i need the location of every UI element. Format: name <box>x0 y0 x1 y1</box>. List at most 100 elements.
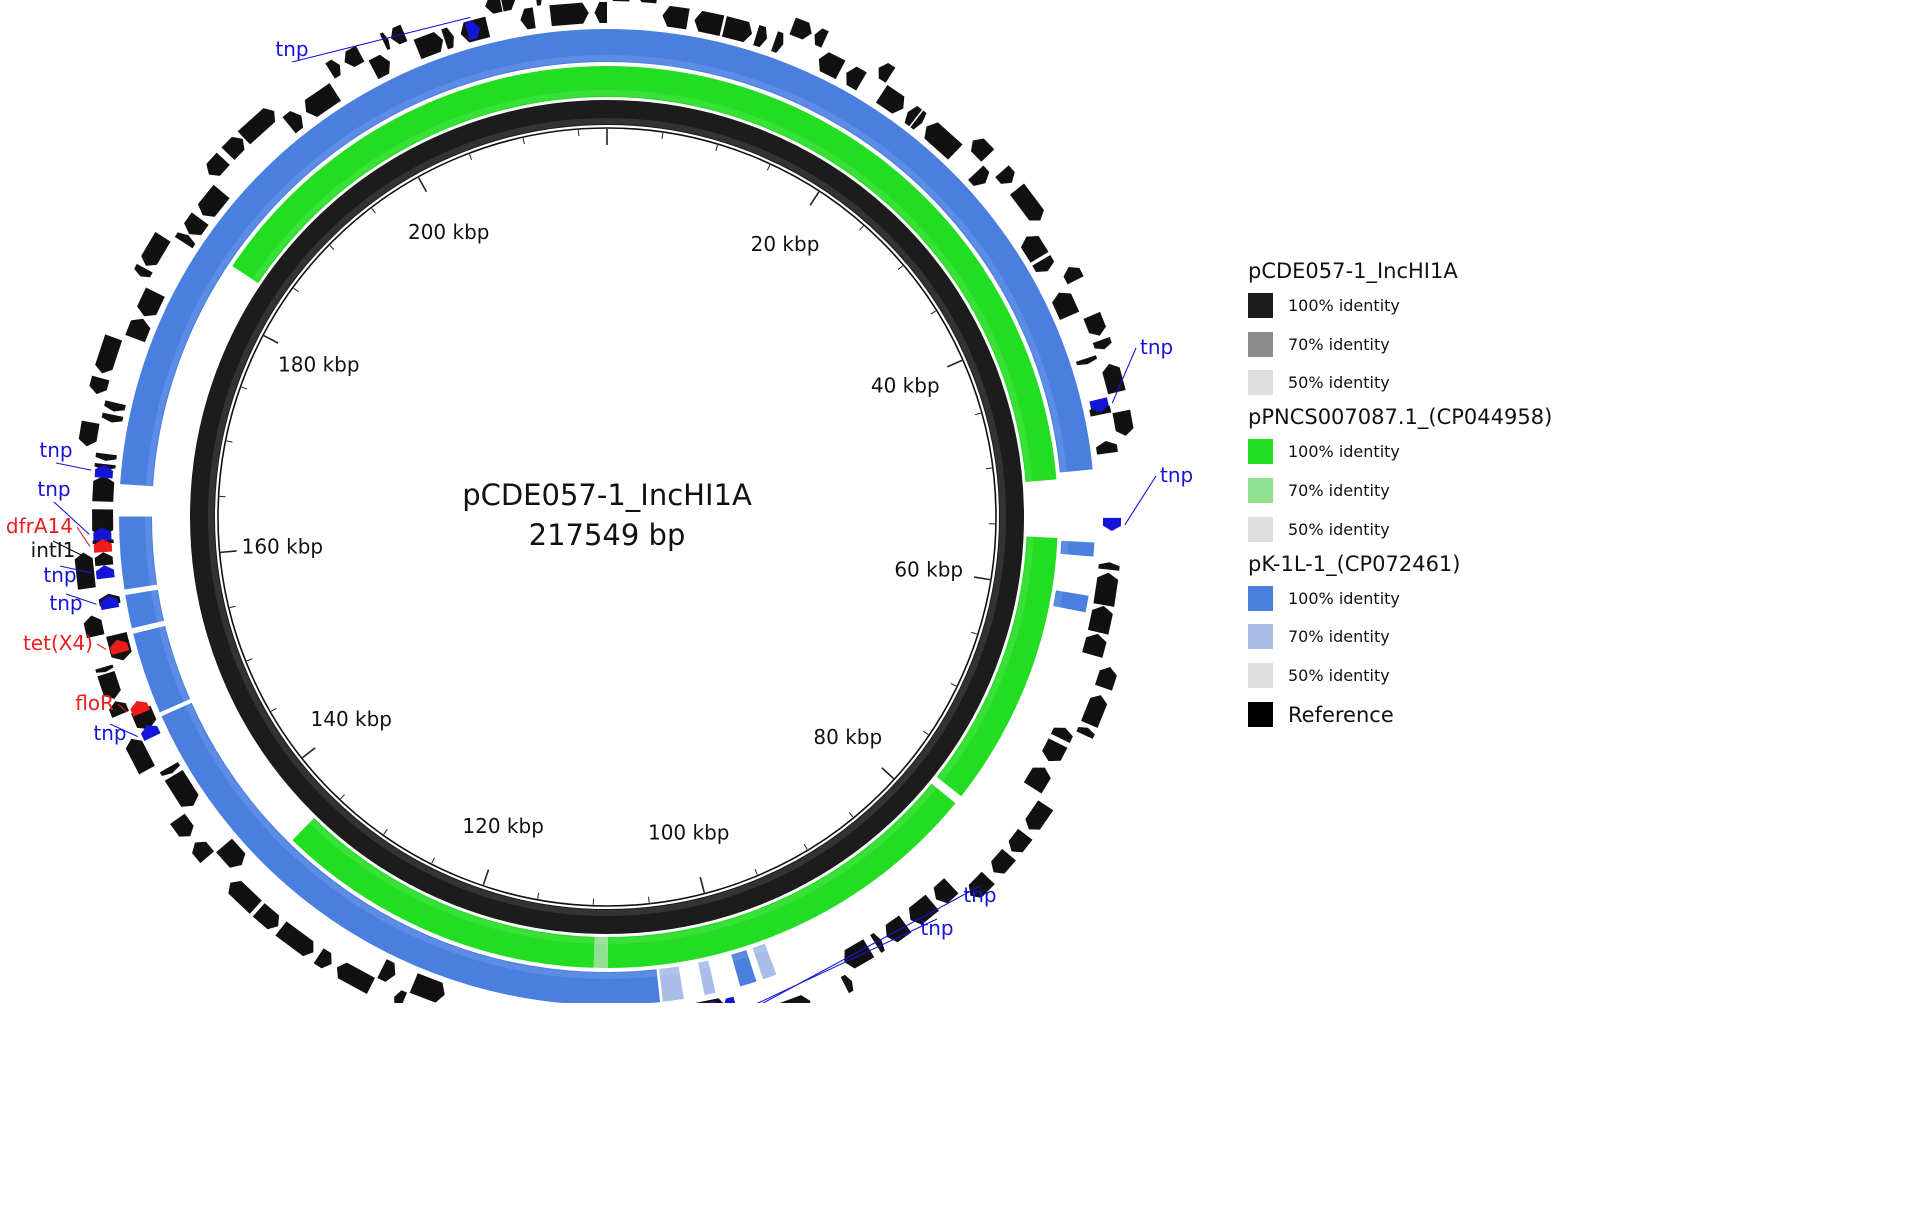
plasmid-name: pCDE057-1_IncHI1A <box>462 478 752 512</box>
identity-segment <box>936 536 1058 797</box>
legend-label: 100% identity <box>1288 588 1400 608</box>
identity-segment <box>698 960 716 996</box>
annotation-label-tnp: tnp <box>43 563 76 587</box>
gene-arrow <box>83 615 105 639</box>
annotated-gene-tnp <box>140 725 161 741</box>
annotation-label-floR: floR <box>75 691 114 715</box>
blast-identity-rings <box>118 29 1095 1003</box>
legend-label-reference: Reference <box>1288 702 1394 727</box>
gene-arrow <box>325 59 341 79</box>
gene-arrow <box>228 880 262 914</box>
scale-tick <box>699 876 706 893</box>
gene-arrow <box>885 915 912 943</box>
ring-sheen <box>180 90 1034 944</box>
legend-label: 50% identity <box>1288 373 1390 393</box>
gene-arrow <box>89 375 110 395</box>
kbp-scale-label: 180 kbp <box>278 353 360 377</box>
annotated-gene-tnp <box>1102 517 1121 532</box>
gene-arrow <box>640 0 657 4</box>
reference-gene-track <box>74 0 1134 1003</box>
gene-arrow <box>721 16 753 43</box>
gene-arrow <box>1092 336 1112 350</box>
scale-tick <box>417 177 428 193</box>
scale-tick <box>537 892 540 899</box>
legend-swatch-green-50 <box>1248 516 1273 542</box>
gene-arrow <box>968 871 995 898</box>
scale-tick <box>766 164 771 171</box>
annotated-gene-tet(X4) <box>109 639 130 656</box>
gene-arrow <box>379 32 391 51</box>
gene-arrow <box>771 31 784 53</box>
legend-row: 50% identity <box>1248 656 1568 695</box>
scale-tick <box>431 857 435 864</box>
gene-arrow <box>549 2 589 27</box>
scale-tick <box>329 245 335 251</box>
gene-arrow <box>1042 738 1068 762</box>
annotation-label-tnp: tnp <box>49 591 82 615</box>
gene-arrow <box>662 5 690 30</box>
gene-arrow <box>1076 727 1095 739</box>
gene-arrow <box>197 184 230 217</box>
annotation-leader-line <box>53 501 90 535</box>
gene-arrow <box>878 63 896 83</box>
scale-tick <box>859 225 864 231</box>
annotation-label-tnp: tnp <box>93 721 126 745</box>
gene-arrow <box>409 973 445 1003</box>
legend-swatch-black-50 <box>1248 370 1273 396</box>
gene-arrow <box>995 165 1015 184</box>
gene-arrow <box>109 701 129 718</box>
gene-arrow <box>237 108 276 145</box>
gene-arrow <box>141 232 171 266</box>
gene-arrow <box>221 136 245 160</box>
scale-tick <box>974 412 981 416</box>
gene-arrow <box>125 738 155 775</box>
gene-arrow <box>104 400 126 412</box>
scale-tick <box>229 605 236 609</box>
scale-tick <box>246 658 253 662</box>
annotation-label-tnp: tnp <box>39 438 72 462</box>
kbp-scale-label: 40 kbp <box>871 373 940 397</box>
annotation-leader-line <box>756 918 938 1003</box>
gene-arrow <box>991 848 1016 874</box>
scale-tick <box>293 287 299 293</box>
legend-label: 70% identity <box>1288 627 1390 647</box>
annotated-gene-dfrA14 <box>93 539 113 553</box>
gene-arrow <box>159 761 181 777</box>
legend-swatch-reference <box>1248 702 1273 728</box>
legend-swatch-green-100 <box>1248 439 1273 465</box>
gene-arrow <box>275 921 314 957</box>
identity-segment <box>607 66 1057 483</box>
identity-segment <box>120 29 608 487</box>
scale-tick <box>973 576 991 581</box>
gene-arrow <box>779 995 811 1003</box>
annotation-label-dfrA14: dfrA14 <box>6 514 73 538</box>
gene-arrow <box>970 138 995 162</box>
identity-segment <box>232 66 607 284</box>
scale-tick <box>848 812 854 818</box>
gene-arrow <box>377 959 396 982</box>
identity-segment <box>1053 590 1089 613</box>
legend-row: 70% identity <box>1248 471 1568 510</box>
scale-tick <box>754 868 758 875</box>
annotated-gene-tnp <box>464 20 481 41</box>
gene-arrow <box>1087 605 1113 635</box>
scale-tick <box>809 191 820 206</box>
gene-arrow <box>134 263 153 278</box>
gene-arrow <box>413 31 444 60</box>
identity-segment <box>125 589 164 629</box>
annotation-leader-line <box>291 16 471 63</box>
gene-arrow <box>485 0 503 14</box>
gene-arrow <box>174 232 196 249</box>
scale-tick <box>648 896 650 903</box>
annotation-leader-line <box>1124 475 1157 525</box>
legend-swatch-blue-100 <box>1248 585 1273 611</box>
scale-tick <box>371 208 376 214</box>
annotated-gene-tnp <box>100 595 120 611</box>
identity-ring-3 <box>118 29 1095 1003</box>
annotated-gene-intI1 <box>94 552 114 567</box>
identity-segment <box>659 966 684 1002</box>
gene-arrow <box>846 66 867 91</box>
identity-legend: pCDE057-1_IncHI1A 100% identity 70% iden… <box>1248 256 1568 734</box>
annotated-gene-tnp <box>95 565 115 580</box>
annotated-gene-tnp <box>707 1001 716 1003</box>
